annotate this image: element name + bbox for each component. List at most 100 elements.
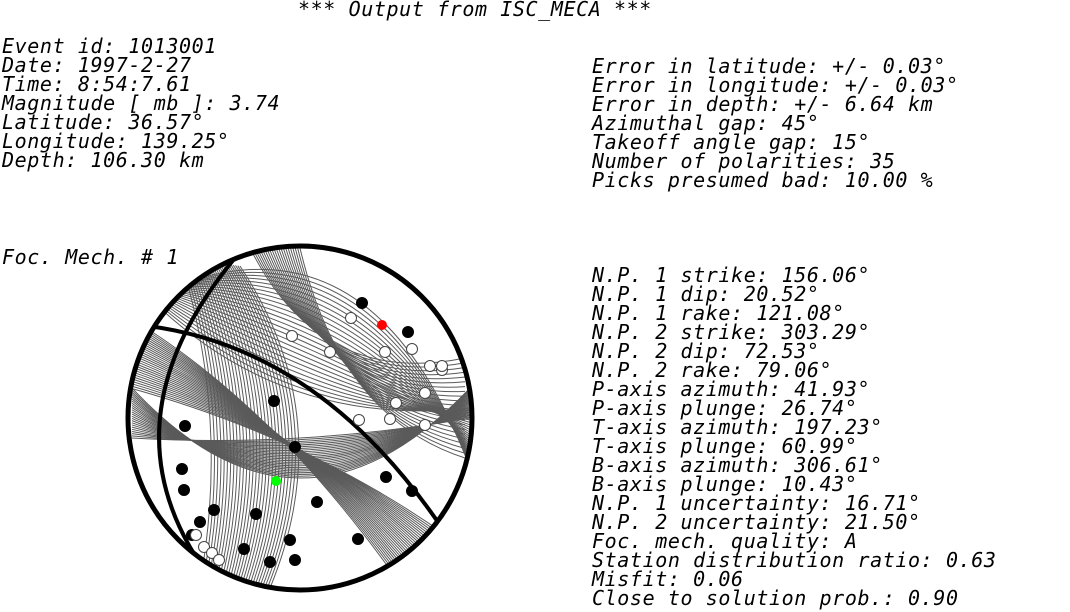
uncertainty-plane xyxy=(278,247,466,416)
uncertainty-plane xyxy=(270,247,466,402)
uncertainty-plane xyxy=(197,260,238,585)
event-id: Event id: 1013001 xyxy=(2,34,217,58)
uncertainty-plane xyxy=(219,263,271,587)
event-longitude: Longitude: 139.25° xyxy=(2,129,230,153)
uncertainty-plane xyxy=(232,264,290,588)
close-to-solution-prob: Close to solution prob.: 0.90 xyxy=(592,586,959,610)
error-latitude: Error in latitude: +/- 0.03° xyxy=(592,54,946,78)
uncertainty-plane xyxy=(210,261,258,586)
p-axis-marker xyxy=(377,320,387,330)
uncertainty-plane xyxy=(183,289,471,445)
dilatation-station xyxy=(206,547,218,559)
dilatation-station xyxy=(213,554,225,566)
uncertainty-plane xyxy=(280,247,466,421)
nodal-planes xyxy=(147,250,444,590)
compression-station xyxy=(264,556,276,568)
dilatation-station xyxy=(419,387,431,399)
mechanism-parameters: N.P. 1 strike: 156.06° N.P. 1 dip: 20.52… xyxy=(592,263,997,610)
uncertainty-plane xyxy=(230,264,287,588)
compression-station xyxy=(356,297,368,309)
p-axis-plunge: P-axis plunge: 26.74° xyxy=(592,396,858,420)
dilatation-station xyxy=(406,343,418,355)
compression-station xyxy=(268,395,280,407)
compression-station xyxy=(406,485,418,497)
uncertainty-plane xyxy=(273,247,466,407)
uncertainty-plane xyxy=(266,247,466,393)
compression-station xyxy=(194,516,206,528)
event-depth: Depth: 106.30 km xyxy=(2,148,205,172)
uncertainty-plane xyxy=(217,262,267,587)
uncertainty-plane xyxy=(201,260,245,585)
compression-station xyxy=(250,508,262,520)
np1-rake: N.P. 1 rake: 121.08° xyxy=(592,301,845,325)
uncertainty-plane xyxy=(203,261,248,586)
event-info: Event id: 1013001 Date: 1997-2-27 Time: … xyxy=(2,34,281,172)
uncertainty-plane xyxy=(289,247,466,440)
station-distribution-ratio: Station distribution ratio: 0.63 xyxy=(592,548,997,572)
uncertainty-plane xyxy=(195,277,471,462)
p-axis-azimuth: P-axis azimuth: 41.93° xyxy=(592,377,871,401)
uncertainty-plane xyxy=(199,260,241,585)
uncertainty-plane xyxy=(181,258,215,584)
nodal-plane-2 xyxy=(147,324,444,530)
uncertainty-plane xyxy=(261,247,466,384)
uncertainty-plane xyxy=(235,265,293,588)
t-axis-marker xyxy=(271,476,281,486)
dilatation-station xyxy=(379,346,391,358)
uncertainty-plane xyxy=(215,262,264,587)
uncertainty-plane xyxy=(179,257,212,584)
compression-station xyxy=(238,543,250,555)
compression-station xyxy=(289,554,301,566)
compression-station xyxy=(284,534,296,546)
uncertainty-plane xyxy=(299,247,466,459)
uncertainty-plane xyxy=(292,247,466,445)
np2-uncertainty: N.P. 2 uncertainty: 21.50° xyxy=(592,510,921,534)
np1-uncertainty: N.P. 1 uncertainty: 16.71° xyxy=(592,491,921,515)
np1-strike: N.P. 1 strike: 156.06° xyxy=(592,263,871,287)
uncertainty-plane xyxy=(282,247,466,426)
dilatation-station xyxy=(190,529,202,541)
uncertainty-plane xyxy=(188,285,471,452)
event-latitude: Latitude: 36.57° xyxy=(2,110,205,134)
uncertainty-plane xyxy=(275,247,466,411)
uncertainty-plane xyxy=(268,247,466,397)
compression-station xyxy=(176,463,188,475)
event-magnitude: Magnitude [ mb ]: 3.74 xyxy=(2,91,281,115)
misfit: Misfit: 0.06 xyxy=(592,567,744,591)
dilatation-station xyxy=(324,346,336,358)
event-time: Time: 8:54:7.61 xyxy=(2,72,192,96)
error-longitude: Error in longitude: +/- 0.03° xyxy=(592,73,959,97)
np2-strike: N.P. 2 strike: 303.29° xyxy=(592,320,871,344)
compression-station xyxy=(178,484,190,496)
dilatation-station xyxy=(424,360,436,372)
dilatation-station xyxy=(419,419,431,431)
b-axis-plunge: B-axis plunge: 10.43° xyxy=(592,472,858,496)
np1-dip: N.P. 1 dip: 20.52° xyxy=(592,282,820,306)
error-info: Error in latitude: +/- 0.03° Error in lo… xyxy=(592,54,959,190)
uncertainty-plane xyxy=(206,261,251,586)
foc-mech-quality: Foc. mech. quality: A xyxy=(592,529,858,553)
azimuthal-gap: Azimuthal gap: 45° xyxy=(592,111,820,135)
t-axis-azimuth: T-axis azimuth: 197.23° xyxy=(592,415,883,439)
compression-station xyxy=(311,496,323,508)
uncertainty-plane xyxy=(196,274,471,464)
nodal-plane-1 xyxy=(157,250,242,590)
b-axis-azimuth: B-axis azimuth: 306.61° xyxy=(592,453,883,477)
polarity-stations xyxy=(176,297,448,568)
uncertainty-plane xyxy=(183,258,219,584)
uncertainty-plane xyxy=(195,259,235,585)
dilatation-station xyxy=(286,330,298,342)
uncertainty-plane xyxy=(228,264,284,588)
compression-station xyxy=(352,533,364,545)
uncertainty-plane xyxy=(263,247,466,388)
number-of-polarities: Number of polarities: 35 xyxy=(592,149,896,173)
foc-mech-label: Foc. Mech. # 1 xyxy=(2,245,179,269)
uncertainty-plane xyxy=(224,263,277,587)
uncertainty-plane xyxy=(208,261,254,586)
uncertainty-plane xyxy=(226,263,280,588)
np2-rake: N.P. 2 rake: 79.06° xyxy=(592,358,833,382)
focal-mechanism-beachball xyxy=(125,243,475,593)
takeoff-angle-gap: Takeoff angle gap: 15° xyxy=(592,130,871,154)
uncertainty-plane xyxy=(186,258,222,584)
t-axis-plunge: T-axis plunge: 60.99° xyxy=(592,434,858,458)
